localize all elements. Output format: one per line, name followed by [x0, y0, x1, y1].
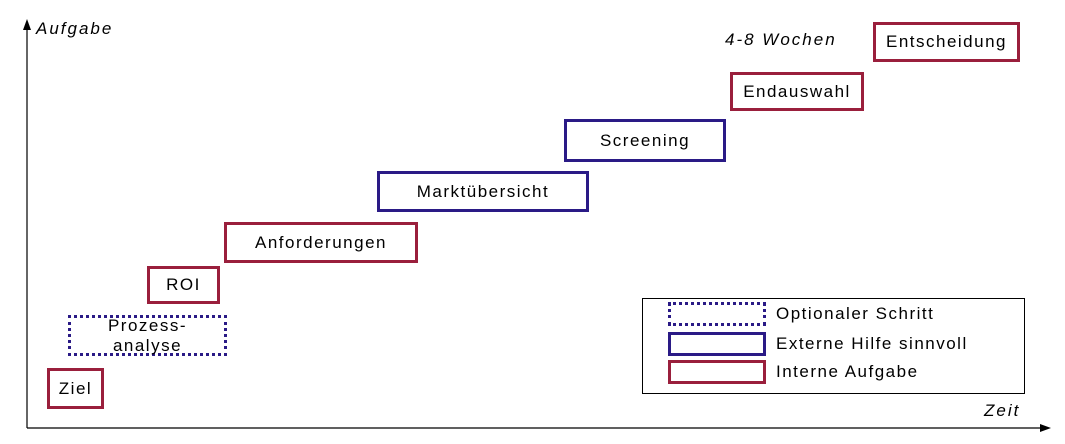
x-axis-label: Zeit	[984, 401, 1021, 420]
legend: Optionaler Schritt Externe Hilfe sinnvol…	[642, 298, 1025, 394]
y-axis-label: Aufgabe	[36, 19, 114, 38]
legend-swatch-optional	[668, 302, 766, 326]
step-prozessanalyse: Prozess- analyse	[68, 315, 227, 356]
legend-label-optional: Optionaler Schritt	[776, 304, 935, 323]
legend-label-external: Externe Hilfe sinnvoll	[776, 334, 968, 353]
step-entscheidung: Entscheidung	[873, 22, 1020, 62]
step-ziel: Ziel	[47, 368, 104, 409]
legend-label-internal: Interne Aufgabe	[776, 362, 919, 381]
y-axis-arrow	[23, 19, 31, 30]
legend-swatch-external	[668, 332, 766, 356]
step-endauswahl: Endauswahl	[730, 72, 864, 111]
x-axis-arrow	[1040, 424, 1051, 432]
legend-swatch-internal	[668, 360, 766, 384]
legend-item-external: Externe Hilfe sinnvoll	[668, 332, 968, 356]
step-roi: ROI	[147, 266, 220, 304]
legend-item-optional: Optionaler Schritt	[668, 302, 934, 326]
legend-item-internal: Interne Aufgabe	[668, 360, 919, 384]
duration-note: 4-8 Wochen	[725, 30, 837, 49]
step-screening: Screening	[564, 119, 726, 162]
step-anforderungen: Anforderungen	[224, 222, 418, 263]
step-marktuebersicht: Marktübersicht	[377, 171, 589, 212]
